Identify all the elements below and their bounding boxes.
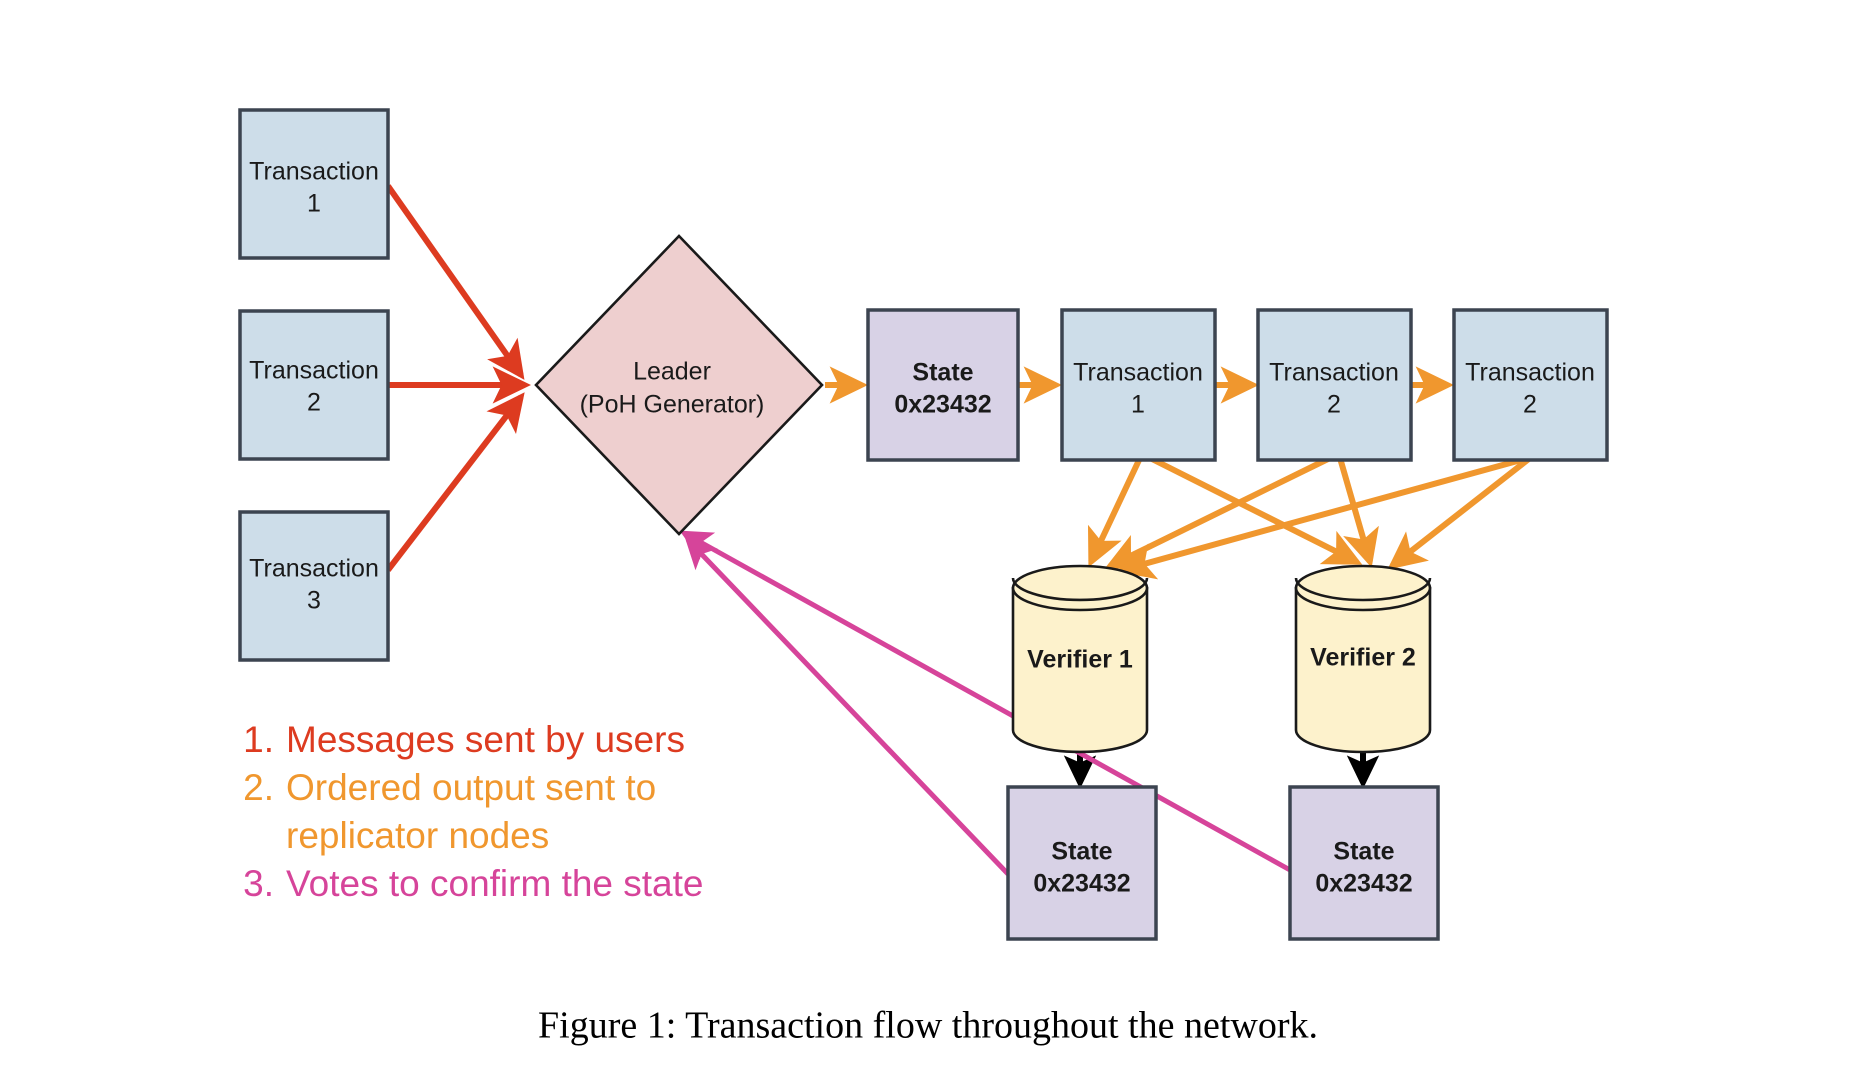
legend-item-1: 1. Messages sent by users [243, 719, 685, 760]
transaction-title: Transaction [1269, 359, 1399, 387]
transaction-box[interactable] [238, 108, 390, 260]
ledger-entry-3[interactable]: Transaction 2 [1452, 308, 1609, 462]
edge-entry1-to-verifier2 [1148, 455, 1363, 565]
input-transaction-1[interactable]: Transaction 1 [238, 108, 390, 260]
verifier-cylinder-rim [1011, 577, 1149, 602]
leader-subtitle: (PoH Generator) [580, 391, 765, 419]
transaction-number: 1 [1131, 391, 1145, 419]
transaction-box[interactable] [238, 510, 390, 662]
verifier-state-2[interactable]: State 0x23432 [1288, 785, 1440, 941]
edge-state2-to-leader-vote [679, 530, 1292, 873]
state-hash: 0x23432 [1033, 870, 1130, 898]
legend-number: 3. [243, 863, 274, 904]
transaction-title: Transaction [1465, 359, 1595, 387]
input-transaction-2[interactable]: Transaction 2 [238, 309, 390, 461]
edge-state1-to-leader-vote [684, 536, 1010, 876]
legend-label: Messages sent by users [286, 719, 685, 760]
state-box[interactable] [866, 308, 1020, 462]
edge-entry2-to-verifier1 [1104, 455, 1332, 569]
input-transaction-3[interactable]: Transaction 3 [238, 510, 390, 662]
legend-label: Votes to confirm the state [286, 863, 704, 904]
transaction-box[interactable] [238, 309, 390, 461]
transaction-box[interactable] [1452, 308, 1609, 462]
state-box[interactable] [1288, 785, 1440, 941]
state-hash: 0x23432 [894, 391, 991, 419]
state-title: State [912, 359, 973, 387]
verifier-label: Verifier 2 [1310, 644, 1416, 672]
edge-entry3-to-verifier2 [1387, 455, 1532, 570]
transaction-box[interactable] [1060, 308, 1217, 462]
legend: 1. Messages sent by users 2. Ordered out… [243, 719, 703, 904]
state-title: State [1051, 838, 1112, 866]
transaction-title: Transaction [1073, 359, 1203, 387]
verifier-cylinder-body[interactable] [1294, 586, 1432, 754]
verifier-node-2[interactable]: Verifier 2 [1294, 564, 1432, 754]
transaction-number: 2 [1523, 391, 1537, 419]
leader-title: Leader [633, 358, 711, 386]
verifier-cylinder-body[interactable] [1011, 586, 1149, 754]
transaction-title: Transaction [249, 555, 379, 583]
transaction-box[interactable] [1256, 308, 1413, 462]
verifier-cylinder-top [1011, 564, 1149, 612]
edges-to-verifiers [1087, 455, 1532, 580]
verifier-cylinder-top [1294, 564, 1432, 612]
edge-entry1-to-verifier1 [1087, 456, 1143, 568]
legend-label-line2: replicator nodes [286, 815, 549, 856]
legend-label: Ordered output sent to [286, 767, 656, 808]
verifier-label: Verifier 1 [1027, 646, 1133, 674]
edges-messages [385, 184, 531, 572]
legend-item-2: 2. Ordered output sent to replicator nod… [243, 767, 656, 856]
figure-caption: Figure 1: Transaction flow throughout th… [538, 1005, 1318, 1047]
leader-node[interactable]: Leader (PoH Generator) [534, 234, 824, 536]
state-title: State [1333, 838, 1394, 866]
legend-number: 1. [243, 719, 274, 760]
leader-diamond[interactable] [534, 234, 824, 536]
verifier-cylinder-rim [1294, 577, 1432, 602]
transaction-title: Transaction [249, 158, 379, 186]
legend-item-3: 3. Votes to confirm the state [243, 863, 703, 904]
ledger-entry-2[interactable]: Transaction 2 [1256, 308, 1413, 462]
transaction-number: 2 [1327, 391, 1341, 419]
edge-tx3-to-leader [385, 392, 525, 572]
transaction-number: 2 [307, 389, 321, 417]
edge-tx1-to-leader [385, 184, 525, 380]
state-box[interactable] [1006, 785, 1158, 941]
legend-number: 2. [243, 767, 274, 808]
edge-entry2-to-verifier2 [1337, 457, 1379, 568]
transaction-number: 3 [307, 587, 321, 615]
verifier-node-1[interactable]: Verifier 1 [1011, 564, 1149, 754]
transaction-title: Transaction [249, 357, 379, 385]
verifier-state-1[interactable]: State 0x23432 [1006, 785, 1158, 941]
ledger-state-node[interactable]: State 0x23432 [866, 308, 1020, 462]
edge-entry3-to-verifier1 [1116, 455, 1529, 580]
state-hash: 0x23432 [1315, 870, 1412, 898]
edges-votes [679, 530, 1292, 876]
ledger-entry-1[interactable]: Transaction 1 [1060, 308, 1217, 462]
transaction-number: 1 [307, 190, 321, 218]
